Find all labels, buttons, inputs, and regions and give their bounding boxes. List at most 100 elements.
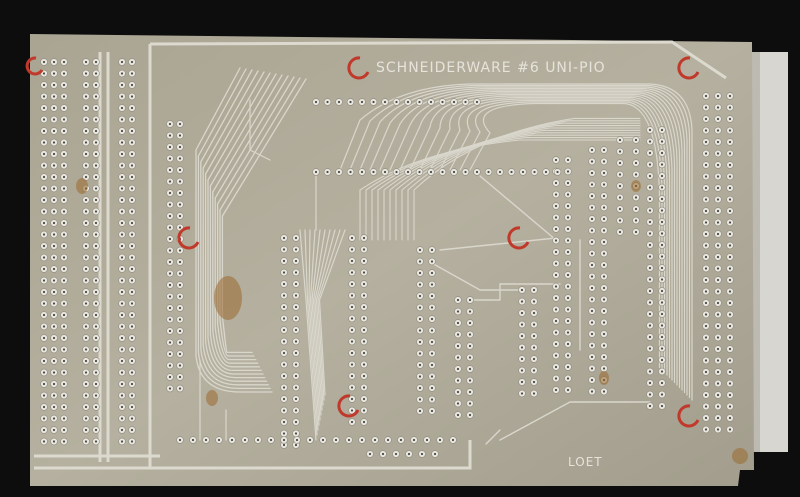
drill-hole <box>120 187 124 190</box>
drill-hole <box>420 452 424 456</box>
drill-hole <box>554 342 558 346</box>
drill-hole <box>634 230 638 234</box>
drill-hole <box>350 259 354 263</box>
drill-hole <box>634 161 638 165</box>
drill-hole <box>468 390 472 394</box>
drill-hole <box>84 267 88 271</box>
drill-hole <box>84 382 88 386</box>
drill-hole <box>84 233 88 236</box>
drill-hole <box>704 301 708 305</box>
drill-hole <box>716 232 720 236</box>
drill-hole <box>362 271 366 274</box>
drill-hole <box>168 214 172 218</box>
drill-hole <box>704 290 708 293</box>
copper-trace <box>318 229 346 396</box>
drill-hole <box>554 377 558 380</box>
drill-hole <box>475 100 479 104</box>
drill-hole <box>566 181 570 185</box>
drill-hole <box>350 328 354 332</box>
drill-hole <box>168 329 172 333</box>
drill-hole <box>521 170 525 174</box>
drill-hole <box>52 221 56 225</box>
drill-hole <box>728 370 732 374</box>
drill-hole <box>704 221 708 224</box>
silkscreen-marks <box>25 56 700 428</box>
copper-trace <box>216 76 295 361</box>
drill-hole <box>660 186 664 189</box>
drill-hole <box>362 409 366 412</box>
drill-hole <box>602 390 606 393</box>
drill-hole <box>362 363 366 366</box>
drill-hole <box>84 198 88 202</box>
drill-hole <box>120 141 124 144</box>
drill-hole <box>456 344 460 348</box>
drill-hole <box>451 438 455 442</box>
drill-hole <box>62 336 66 340</box>
drill-hole <box>418 317 422 321</box>
drill-hole <box>704 140 708 144</box>
drill-hole <box>130 141 134 144</box>
drill-hole <box>362 340 366 343</box>
drill-hole <box>62 325 66 328</box>
drill-hole <box>648 140 652 143</box>
drill-hole <box>130 428 134 432</box>
drill-hole <box>362 351 366 355</box>
drill-hole <box>120 210 124 213</box>
drill-hole <box>94 417 98 420</box>
drill-hole <box>468 402 472 405</box>
drill-hole <box>634 196 638 199</box>
copper-trace <box>212 74 283 368</box>
drill-hole <box>590 183 594 186</box>
drill-hole <box>456 333 460 336</box>
drill-hole <box>62 256 66 259</box>
drill-hole <box>360 100 364 104</box>
drill-hole <box>394 452 398 456</box>
drill-hole <box>282 420 286 424</box>
drill-hole <box>554 158 558 162</box>
drill-hole <box>178 438 182 442</box>
drill-hole <box>120 279 124 282</box>
drill-hole <box>314 100 318 104</box>
drill-hole <box>94 244 98 248</box>
drill-hole <box>42 244 46 248</box>
drill-hole <box>130 394 134 397</box>
drill-hole <box>42 118 46 121</box>
drill-hole <box>566 216 570 219</box>
drill-hole <box>84 302 88 305</box>
drill-hole <box>590 240 594 244</box>
drill-hole <box>716 393 720 397</box>
drill-hole <box>716 198 720 201</box>
drill-hole <box>418 409 422 413</box>
drill-hole <box>566 354 570 357</box>
drill-hole <box>456 298 460 302</box>
drill-hole <box>602 206 606 209</box>
drill-hole <box>62 72 66 75</box>
drill-hole <box>120 60 124 64</box>
drill-hole <box>554 296 558 300</box>
drill-hole <box>168 364 172 367</box>
drill-hole <box>130 129 134 133</box>
drill-hole <box>716 129 720 132</box>
drill-hole <box>168 168 172 172</box>
copper-trace <box>207 72 271 375</box>
drill-hole <box>464 100 467 104</box>
drill-hole <box>120 95 124 98</box>
drill-hole <box>590 344 594 347</box>
copper-trace <box>407 120 641 241</box>
drill-hole <box>418 363 422 367</box>
drill-hole <box>618 150 622 153</box>
drill-hole <box>430 317 434 321</box>
drill-hole <box>430 340 434 344</box>
drill-hole <box>62 198 66 202</box>
drill-hole <box>728 221 732 224</box>
drill-hole <box>94 428 98 432</box>
drill-hole <box>178 375 182 379</box>
drill-hole <box>590 263 594 267</box>
drill-hole <box>544 170 548 174</box>
drill-hole <box>94 256 98 259</box>
drill-hole <box>566 319 570 323</box>
drill-hole <box>520 392 524 395</box>
drill-hole <box>716 244 720 247</box>
drill-hole <box>178 364 182 367</box>
drill-hole <box>52 198 56 202</box>
